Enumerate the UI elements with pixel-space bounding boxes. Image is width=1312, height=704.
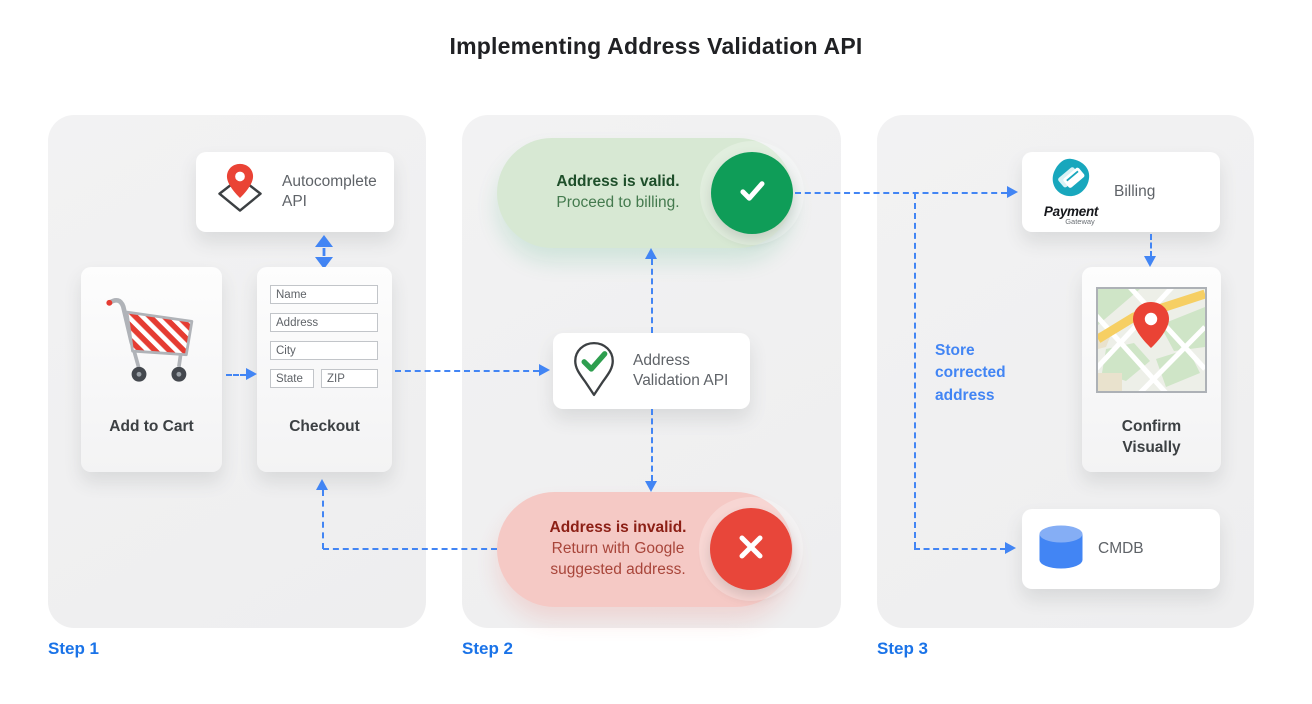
invalid-subtitle: Return with Google suggested address. [550, 540, 686, 578]
invalid-title: Address is invalid. [549, 519, 687, 537]
flow-line-validation-to-invalid [651, 409, 653, 481]
flow-arrowhead-cart-to-checkout [246, 368, 257, 380]
autocomplete-api-card: Autocomplete API [196, 152, 394, 232]
flow-line-validation-to-valid [651, 259, 653, 333]
x-icon [734, 530, 768, 569]
payment-logo-word: Payment [1043, 203, 1099, 219]
flow-arrowhead-return-to-checkout [316, 479, 328, 490]
add-to-cart-card: Add to Cart [81, 267, 222, 472]
flow-arrowhead-validation-to-valid [645, 248, 657, 259]
confirm-visually-card: Confirm Visually [1082, 267, 1221, 472]
flow-line-billing-to-map [1150, 234, 1152, 257]
shopping-cart-icon [101, 292, 203, 391]
autocomplete-api-label: Autocomplete API [282, 172, 377, 210]
gateway-logo-word: Gateway [1065, 217, 1095, 227]
address-validation-api-label: Address Validation API [633, 351, 729, 389]
invalid-x-badge [710, 508, 792, 590]
flow-arrowhead-checkout-to-validation [539, 364, 550, 376]
zip-field: ZIP [321, 369, 378, 388]
autocomplete-map-pin-icon [212, 162, 268, 223]
cmdb-card: CMDB [1022, 509, 1220, 589]
database-icon [1038, 524, 1084, 575]
valid-title: Address is valid. [556, 173, 680, 191]
billing-card: Payment Gateway Billing [1022, 152, 1220, 232]
page-title: Implementing Address Validation API [449, 33, 863, 59]
add-to-cart-label: Add to Cart [109, 418, 194, 435]
address-field: Address [270, 313, 378, 332]
checkout-form: Name Address City State ZIP [270, 285, 378, 388]
valid-subtitle: Proceed to billing. [556, 194, 680, 211]
flow-arrowhead-valid-to-billing [1007, 186, 1018, 198]
flow-line-cart-to-checkout [226, 374, 246, 376]
flow-line-invalid-return-vertical [322, 490, 324, 549]
validation-pin-check-icon [569, 340, 619, 403]
checkmark-icon [732, 171, 772, 216]
flow-line-store-horizontal [914, 548, 1006, 550]
confirm-visually-label: Confirm Visually [1121, 418, 1182, 456]
state-field: State [270, 369, 314, 388]
flow-arrowhead-validation-to-invalid [645, 481, 657, 492]
billing-label: Billing [1114, 182, 1156, 200]
payment-gateway-logo: Payment Gateway [1038, 158, 1104, 227]
checkout-card: Name Address City State ZIP Checkout [257, 267, 392, 472]
flow-arrowhead-billing-to-map [1144, 256, 1156, 267]
step2-label: Step 2 [462, 639, 514, 658]
bidirectional-arrow-icon [314, 235, 334, 274]
step1-label: Step 1 [48, 639, 100, 658]
checkout-label: Checkout [289, 418, 360, 435]
address-validation-api-card: Address Validation API [553, 333, 750, 409]
flow-arrowhead-store-to-cmdb [1005, 542, 1016, 554]
cmdb-label: CMDB [1098, 539, 1144, 557]
city-field: City [270, 341, 378, 360]
valid-check-badge [711, 152, 793, 234]
store-corrected-address-note: Store corrected address [935, 342, 1006, 404]
flow-line-valid-to-billing [795, 192, 1007, 194]
name-field: Name [270, 285, 378, 304]
step3-label: Step 3 [877, 639, 929, 658]
flow-line-checkout-to-validation [395, 370, 539, 372]
map-thumbnail [1090, 281, 1207, 399]
flow-line-store-vertical [914, 193, 916, 548]
flow-line-invalid-return-horizontal [323, 548, 497, 550]
